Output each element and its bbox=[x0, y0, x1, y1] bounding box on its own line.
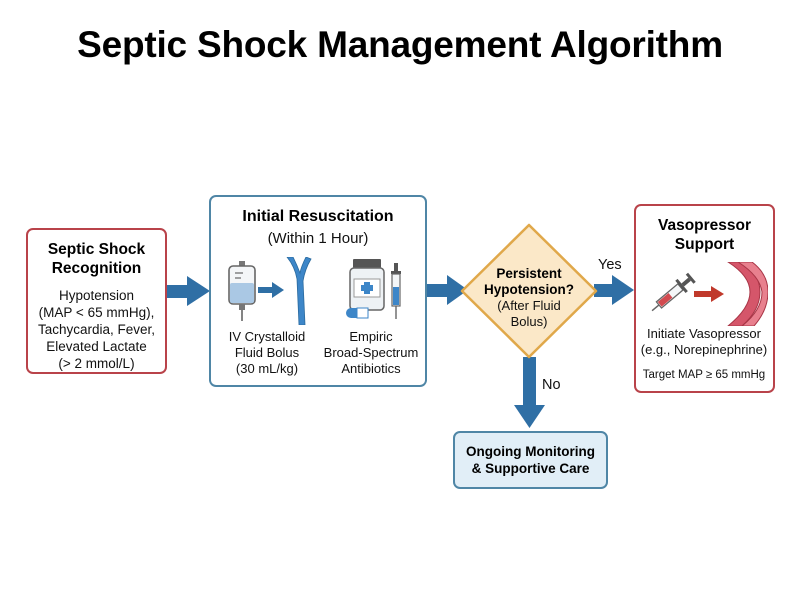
recognition-criteria: Hypotension (MAP < 65 mmHg), Tachycardia… bbox=[37, 288, 156, 371]
vasopressor-box: Vasopressor Support Initiate Vasopressor… bbox=[634, 204, 775, 393]
resuscitation-box: Initial Resuscitation (Within 1 Hour) IV… bbox=[209, 195, 427, 387]
vein-icon bbox=[286, 257, 312, 325]
page-title: Septic Shock Management Algorithm bbox=[77, 24, 723, 65]
recognition-heading: Septic Shock Recognition bbox=[47, 241, 146, 277]
resuscitation-subheading: (Within 1 Hour) bbox=[267, 230, 369, 247]
vessel-icon bbox=[727, 262, 768, 326]
arrow-small-icon bbox=[258, 282, 284, 298]
iv-bag-icon bbox=[228, 261, 256, 321]
no-label: No bbox=[542, 377, 561, 393]
arrow-no-to-monitoring bbox=[514, 357, 545, 428]
resuscitation-heading: Initial Resuscitation bbox=[242, 208, 394, 225]
recognition-box: Septic Shock Recognition Hypotension (MA… bbox=[26, 228, 167, 374]
monitoring-text: Ongoing Monitoring & Supportive Care bbox=[466, 444, 595, 476]
yes-label: Yes bbox=[598, 257, 622, 273]
vasopressor-heading: Vasopressor Support bbox=[657, 217, 752, 253]
red-arrow-icon bbox=[694, 286, 724, 302]
vasopressor-instruction: Initiate Vasopressor (e.g., Norepinephri… bbox=[640, 326, 768, 357]
decision-diamond bbox=[460, 223, 598, 359]
syringe-icon bbox=[651, 272, 696, 312]
antibiotics-caption: Empiric Broad-Spectrum Antibiotics bbox=[323, 329, 419, 376]
arrow-resuscitation-to-decision bbox=[427, 275, 468, 305]
target-map-text: Target MAP ≥ 65 mmHg bbox=[642, 369, 766, 381]
arrow-yes-to-vasopressor bbox=[594, 275, 634, 305]
monitoring-box: Ongoing Monitoring & Supportive Care bbox=[453, 431, 608, 489]
arrow-recognition-to-resuscitation bbox=[167, 276, 210, 306]
fluid-bolus-caption: IV Crystalloid Fluid Bolus (30 mL/kg) bbox=[228, 329, 306, 376]
medication-icon bbox=[346, 259, 401, 319]
decision-text: Persistent Hypotension? (After Fluid Bol… bbox=[484, 266, 574, 329]
